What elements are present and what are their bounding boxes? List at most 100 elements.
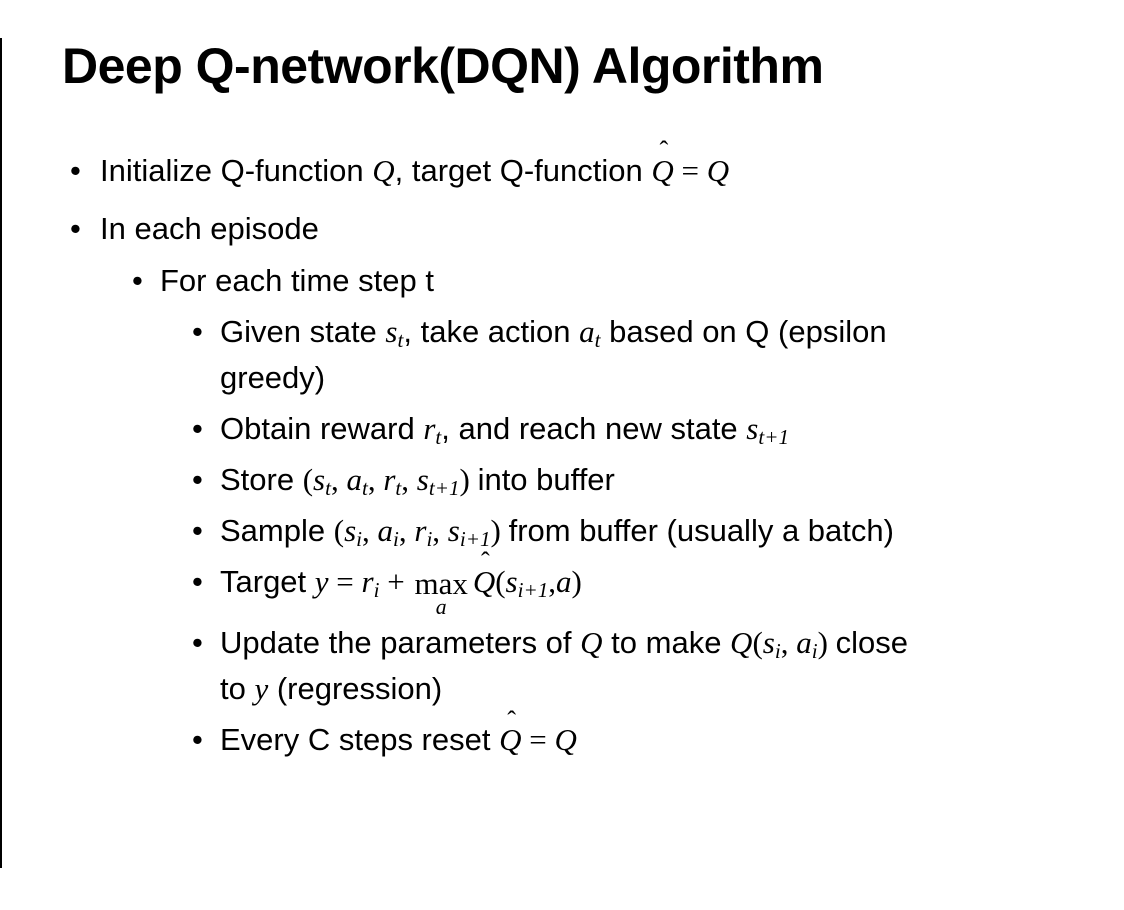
text-run: = <box>673 152 707 188</box>
bullet-text: Given state st, take action at based on … <box>220 314 887 395</box>
bullet-item: • In each episode <box>0 206 1124 252</box>
subscript: i <box>811 639 818 664</box>
text-run: Q <box>554 722 577 758</box>
bullet-text: Obtain reward rt, and reach new state st… <box>220 410 789 449</box>
text-run: st <box>313 461 331 500</box>
text-run: ( <box>333 512 345 548</box>
subscript: i+1 <box>459 526 491 551</box>
text-run: ( <box>752 625 763 661</box>
text-run: Store <box>220 461 303 497</box>
bullet-icon: • <box>192 313 203 349</box>
text-run: , <box>548 563 556 599</box>
text-run: ) <box>490 512 509 548</box>
bullet-item: • Initialize Q-function Q, target Q-funct… <box>0 137 1124 194</box>
bullet-text: Sample (si, ai, ri, si+1) from buffer (u… <box>220 512 894 551</box>
bullet-icon: • <box>192 461 203 497</box>
text-run: si <box>762 625 781 664</box>
text-run: In each episode <box>100 210 319 246</box>
subscript: t+1 <box>758 424 789 449</box>
bullet-icon: • <box>70 210 81 246</box>
text-run: For each time step t <box>160 262 434 298</box>
bullet-text: Update the parameters of Q to make Q(si,… <box>220 625 908 706</box>
text-run: + <box>379 563 413 599</box>
max-operator-argument: a <box>435 594 447 619</box>
text-run: ai <box>377 512 399 551</box>
text-run: at <box>579 313 601 352</box>
text-run: Sample <box>220 512 334 548</box>
text-run: to <box>220 671 255 707</box>
text-run: , <box>398 512 415 548</box>
text-run: greedy) <box>220 359 326 395</box>
subscript: i+1 <box>517 577 549 602</box>
text-run: Initialize Q-function <box>100 152 373 188</box>
text-run: ) <box>571 563 582 599</box>
text-run: based on Q (epsilon <box>600 313 887 349</box>
subscript: t+1 <box>428 475 460 500</box>
text-run: Given state <box>220 313 386 349</box>
subscript: i <box>426 526 433 551</box>
text-run: (regression) <box>268 671 443 707</box>
subscript: i <box>393 526 399 551</box>
slide-title: Deep Q-network(DQN) Algorithm <box>62 38 824 94</box>
text-run: Q <box>372 152 395 188</box>
bullet-icon: • <box>192 512 203 548</box>
text-run: from buffer (usually a batch) <box>508 512 894 548</box>
bullet-item: •Given state st, take action at based on… <box>0 309 1124 401</box>
text-run: rt <box>383 461 402 500</box>
max-operator-name: max <box>414 565 468 601</box>
bullet-text: Store (st, at, rt, st+1) into buffer <box>220 461 615 500</box>
subscript: i <box>356 526 362 551</box>
bullet-icon: • <box>192 625 203 661</box>
hat-accent: ˆ <box>659 136 669 166</box>
slide-left-border-line <box>0 38 2 868</box>
subscript: t <box>397 327 404 352</box>
text-run: ) <box>459 461 478 497</box>
text-run: close <box>835 625 909 661</box>
text-run: , and reach new state <box>441 410 747 446</box>
text-run: ai <box>796 625 818 664</box>
text-run: into buffer <box>477 461 615 497</box>
text-run: ( <box>302 461 314 497</box>
bullet-text: Initialize Q-function Q, target Q-functi… <box>100 137 729 188</box>
hat-accent: ˆ <box>507 705 517 735</box>
bullet-text: For each time step t <box>160 263 434 298</box>
text-run: , <box>362 512 378 548</box>
text-run: Q <box>580 625 603 661</box>
text-run: = <box>328 563 362 599</box>
bullet-icon: • <box>192 722 203 758</box>
bullet-text: In each episode <box>100 211 319 246</box>
text-run: y <box>314 563 329 599</box>
text-run: , take action <box>403 313 580 349</box>
subscript: i <box>373 577 380 602</box>
subscript: t <box>435 424 442 449</box>
bullet-item: • Sample (si, ai, ri, si+1) from buffer (… <box>0 508 1124 554</box>
bullet-icon: • <box>192 410 203 446</box>
subscript: i <box>774 639 781 664</box>
subscript: t <box>395 475 402 500</box>
text-run: Every C steps reset <box>220 722 500 758</box>
bullet-icon: • <box>70 152 81 188</box>
text-run: to make <box>602 625 731 661</box>
bullet-item: • Obtain reward rt, and reach new state s… <box>0 406 1124 452</box>
bullet-item: • For each time step t <box>0 258 1124 304</box>
bullet-icon: • <box>132 262 143 298</box>
bullet-icon: • <box>192 563 203 599</box>
text-run: si+1 <box>505 563 549 602</box>
text-run: y <box>254 671 269 707</box>
text-run: = <box>521 722 555 758</box>
subscript: t <box>361 475 368 500</box>
bullet-item: • Update the parameters of Q to make Q(si… <box>0 620 1124 712</box>
text-run: at <box>346 461 368 500</box>
bullet-list: • Initialize Q-function Q, target Q-funct… <box>0 137 1124 764</box>
text-run: ( <box>495 563 506 599</box>
text-run: Q <box>730 625 753 661</box>
text-run: , <box>367 461 384 497</box>
